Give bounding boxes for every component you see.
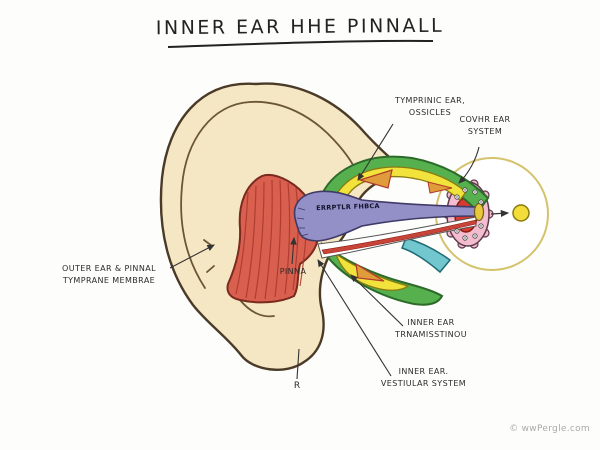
label-outer-ear: OUTER EAR & PINNAL TYMPRANE MEMBRAE: [38, 263, 180, 287]
leader-pinna: [290, 236, 297, 265]
leader-transmission: [350, 274, 404, 327]
label-tympanic-ossicles: TYMPRINIC EAR, OSSICLES: [371, 95, 489, 119]
label-tympanic-line1: TYMPRINIC EAR,: [394, 96, 466, 105]
leader-vestibular: [317, 259, 392, 377]
ossicle-bone-lower: [355, 262, 385, 282]
output-arrow: [490, 209, 510, 218]
title-underline: [167, 39, 434, 48]
label-inner-ear-transmission: INNER EAR TRNAMISSTINOU: [378, 317, 484, 341]
label-vestibular-line2: VESTIULAR SYSTEM: [380, 379, 467, 388]
label-vestibular-line1: INNER EAR.: [398, 367, 449, 376]
eardrum-scallop-marks: [296, 207, 309, 237]
label-tympanic-line2: OSSICLES: [408, 108, 452, 117]
label-inner-ear-vestibular: INNER EAR. VESTIULAR SYSTEM: [366, 366, 481, 390]
leader-ossicles: [357, 123, 394, 181]
label-outer-line1: OUTER EAR & PINNAL: [62, 264, 156, 273]
ossicle-bone-upper: [357, 169, 393, 189]
label-outer-line2: TYMPRANE MEMBRAE: [62, 276, 156, 285]
leader-outer-ear: [169, 244, 215, 269]
leader-lines: [169, 123, 480, 380]
label-r-marker: R: [293, 381, 301, 391]
label-cochlear-system: COVHR EAR SYSTEM: [445, 114, 525, 138]
tube-tip-cap: [473, 202, 485, 222]
cochlea-ring-dots: [454, 187, 484, 241]
canal-red-stripe: [321, 219, 477, 255]
label-pinna: PINNA: [279, 267, 307, 276]
label-transmission-line1: INNER EAR: [407, 318, 455, 327]
watermark: © wwPergle.com: [509, 424, 590, 434]
output-ball: [512, 204, 530, 222]
leader-r-marker: [296, 348, 300, 380]
leader-cochlear: [458, 146, 480, 184]
label-cochlear-line2: SYSTEM: [467, 127, 503, 136]
label-cochlear-line1: COVHR EAR: [459, 115, 511, 124]
ossicles-lower-band: [320, 242, 444, 306]
teal-duct: [401, 237, 452, 274]
ossicle-bone-upper-2: [427, 181, 453, 194]
label-transmission-line2: TRNAMISSTINOU: [395, 330, 467, 339]
